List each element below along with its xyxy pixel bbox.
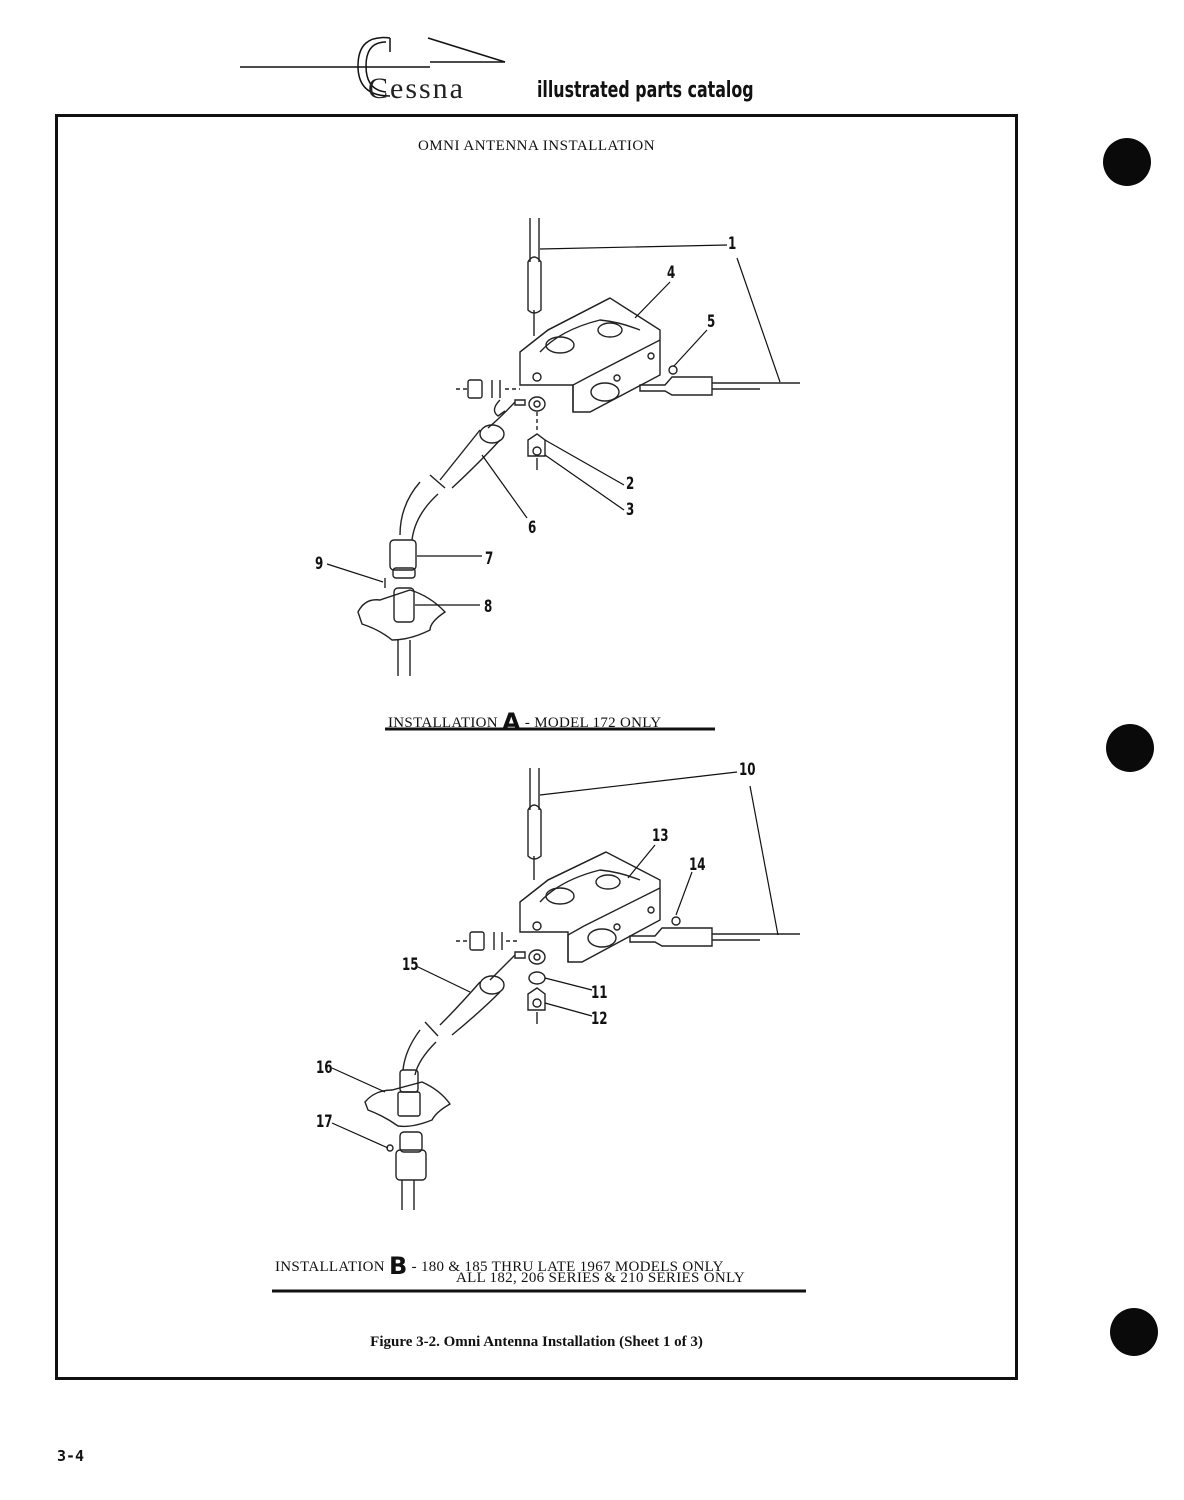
callout-15: 15 bbox=[402, 955, 419, 975]
punch-hole-middle bbox=[1106, 724, 1154, 772]
callout-5: 5 bbox=[707, 312, 716, 332]
callout-8: 8 bbox=[484, 597, 493, 617]
figure-caption: Figure 3-2. Omni Antenna Installation (S… bbox=[370, 1334, 703, 1350]
figure-title: OMNI ANTENNA INSTALLATION bbox=[417, 138, 656, 154]
installation-a-suffix: - MODEL 172 ONLY bbox=[524, 715, 662, 731]
callout-16: 16 bbox=[316, 1058, 333, 1078]
callout-11: 11 bbox=[591, 983, 608, 1003]
catalog-title: illustrated parts catalog bbox=[537, 78, 754, 103]
callout-3: 3 bbox=[626, 500, 635, 520]
installation-a-caption: INSTALLATION A - MODEL 172 ONLY bbox=[388, 708, 661, 736]
installation-b-prefix: INSTALLATION bbox=[275, 1259, 385, 1275]
callout-4: 4 bbox=[667, 263, 676, 283]
installation-b-leaders bbox=[331, 771, 779, 1149]
callout-9: 9 bbox=[315, 554, 324, 574]
callout-7: 7 bbox=[485, 549, 494, 569]
antenna-diagram bbox=[272, 218, 806, 1293]
installation-a-letter: A bbox=[501, 708, 521, 736]
installation-a-drawing bbox=[357, 218, 800, 676]
punch-hole-top bbox=[1103, 138, 1151, 186]
punch-hole-bottom bbox=[1110, 1308, 1158, 1356]
callout-1: 1 bbox=[728, 234, 737, 254]
cessna-logo bbox=[240, 36, 506, 97]
callout-13: 13 bbox=[652, 826, 669, 846]
installation-b-letter: B bbox=[388, 1252, 408, 1280]
installation-a-prefix: INSTALLATION bbox=[388, 715, 498, 731]
installation-b-caption-line1: INSTALLATION B - 180 & 185 THRU LATE 196… bbox=[275, 1252, 724, 1280]
figure-frame bbox=[55, 114, 1018, 1380]
installation-b-caption-line2: ALL 182, 206 SERIES & 210 SERIES ONLY bbox=[456, 1270, 746, 1286]
callout-10: 10 bbox=[739, 760, 756, 780]
callout-12: 12 bbox=[591, 1009, 608, 1029]
callout-6: 6 bbox=[528, 518, 537, 538]
installation-b-drawing bbox=[364, 768, 800, 1210]
callout-17: 17 bbox=[316, 1112, 333, 1132]
brand-name: Cessna bbox=[368, 72, 465, 105]
installation-a-leaders bbox=[326, 244, 781, 606]
callout-14: 14 bbox=[689, 855, 706, 875]
callout-2: 2 bbox=[626, 474, 635, 494]
page-number: 3-4 bbox=[57, 1447, 85, 1465]
installation-b-line1: - 180 & 185 THRU LATE 1967 MODELS ONLY bbox=[411, 1259, 724, 1275]
